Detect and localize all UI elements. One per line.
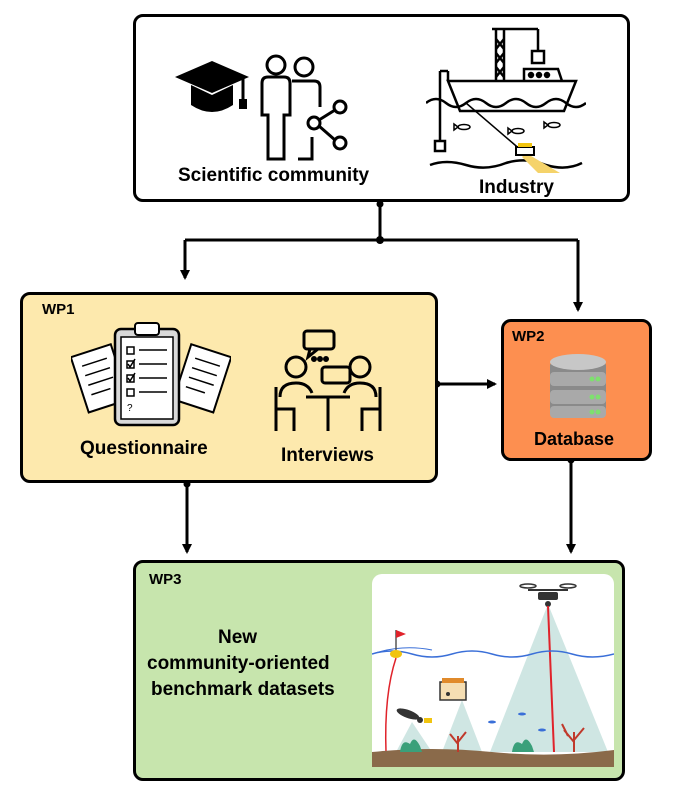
wp3-tag: WP3 bbox=[149, 571, 182, 588]
industry-label: Industry bbox=[479, 177, 554, 198]
rov-icon bbox=[439, 678, 467, 701]
svg-text:?: ? bbox=[127, 403, 133, 414]
junction-dot bbox=[376, 236, 384, 244]
top-to-wp-connectors bbox=[180, 200, 583, 554]
graduation-cap-icon bbox=[175, 61, 249, 112]
database-label: Database bbox=[534, 429, 615, 449]
stakeholders-box: Scientific community bbox=[133, 14, 630, 202]
wp2-box: WP2 Database bbox=[501, 319, 652, 461]
diver-icon bbox=[396, 708, 432, 723]
wp3-text-line1: New bbox=[218, 627, 258, 648]
survey-ship-icon bbox=[426, 27, 586, 173]
questionnaire-clipboard-icon: ? bbox=[71, 322, 231, 427]
underwater-scene bbox=[372, 574, 614, 767]
wp3-text-line2: community-oriented bbox=[147, 653, 330, 674]
wp3-text-line3: benchmark datasets bbox=[151, 679, 335, 700]
database-icon bbox=[550, 354, 606, 418]
drone-icon bbox=[519, 583, 577, 607]
wp1-tag: WP1 bbox=[42, 301, 75, 318]
people-network-icon bbox=[260, 54, 348, 161]
scientific-community-label: Scientific community bbox=[178, 165, 370, 186]
questionnaire-label: Questionnaire bbox=[80, 438, 208, 459]
wp1-box: WP1 ? Questio bbox=[20, 292, 438, 483]
interview-icon bbox=[274, 329, 382, 431]
wp2-tag: WP2 bbox=[512, 328, 545, 345]
wp3-box: WP3 New community-oriented benchmark dat… bbox=[133, 560, 625, 781]
junction-dot bbox=[376, 200, 384, 208]
interviews-label: Interviews bbox=[281, 445, 374, 466]
